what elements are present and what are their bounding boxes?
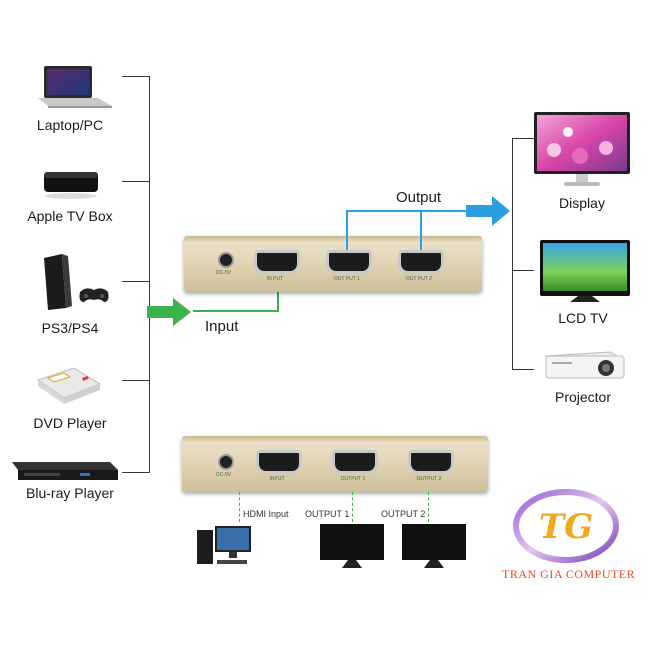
input-arrow bbox=[147, 298, 191, 326]
dc-power-port bbox=[218, 252, 234, 268]
pc-device bbox=[195, 522, 257, 568]
svg-text:TG: TG bbox=[539, 507, 593, 547]
output-connector-line bbox=[420, 210, 422, 250]
input-label-bluray: Blu-ray Player bbox=[26, 485, 114, 501]
hdmi-output-port-2 bbox=[408, 450, 454, 474]
input-label-apple-tv: Apple TV Box bbox=[27, 208, 113, 224]
brand-logo-icon: TG bbox=[513, 489, 619, 563]
brand-name: TRAN GIA COMPUTER bbox=[502, 567, 636, 581]
input-label-ps4: PS3/PS4 bbox=[41, 320, 99, 336]
monitor-icon bbox=[320, 524, 384, 568]
input-bracket-tick bbox=[122, 380, 150, 381]
input-connector-line bbox=[193, 310, 278, 312]
ps4-console-icon bbox=[44, 254, 109, 310]
monitor-icon bbox=[402, 524, 466, 568]
output-label-display: Display bbox=[559, 195, 605, 211]
projector-icon bbox=[544, 351, 626, 379]
output-bracket-tick bbox=[512, 369, 534, 370]
hdmi-output-port-2 bbox=[398, 250, 444, 274]
hdmi-output-port-1 bbox=[326, 250, 372, 274]
input-bracket-tick bbox=[122, 181, 150, 182]
output-bracket-vertical bbox=[512, 138, 513, 369]
input-bracket-vertical bbox=[149, 76, 150, 473]
port-label-out1: OUTPUT 1 bbox=[340, 476, 366, 482]
input-label-laptop: Laptop/PC bbox=[36, 117, 104, 133]
display-device bbox=[532, 110, 632, 192]
dvd-player-icon bbox=[36, 367, 102, 404]
hdmi-output-port-1 bbox=[332, 450, 378, 474]
hdmi-splitter-top: DC-5V IN PUT OUT PUT 1 OUT PUT 2 bbox=[184, 236, 482, 292]
input-bracket-tick bbox=[122, 76, 150, 77]
dvd-device bbox=[34, 364, 104, 404]
output-arrow-label: Output bbox=[396, 189, 442, 206]
ps4-device bbox=[40, 252, 110, 312]
brand-logo: TG bbox=[506, 482, 626, 570]
input-connector-line bbox=[277, 278, 279, 312]
input-label-dvd: DVD Player bbox=[33, 415, 107, 431]
port-label-in: IN PUT bbox=[266, 276, 284, 282]
bluray-player-icon bbox=[12, 462, 118, 480]
output2-label: OUTPUT 2 bbox=[381, 509, 426, 519]
output-connector-line bbox=[346, 210, 348, 250]
hdmi-input-dashed-line bbox=[239, 492, 240, 522]
output-label-lcd-tv: LCD TV bbox=[558, 310, 608, 326]
monitor-output-2 bbox=[400, 522, 468, 570]
port-label-out1: OUT PUT 1 bbox=[334, 276, 360, 282]
dc-label: DC-5V bbox=[216, 270, 232, 276]
output-connector-line bbox=[346, 210, 468, 212]
output1-dashed-line bbox=[352, 492, 353, 522]
output-label-projector: Projector bbox=[554, 389, 612, 405]
apple-tv-box-icon bbox=[44, 172, 98, 199]
hdmi-input-label: HDMI Input bbox=[243, 509, 289, 519]
laptop-icon bbox=[38, 66, 112, 108]
hdmi-splitter-bottom: DC-5V INPUT OUTPUT 1 OUTPUT 2 bbox=[182, 436, 488, 492]
dc-label: DC-5V bbox=[216, 472, 232, 478]
projector-device bbox=[540, 348, 628, 384]
hdmi-input-port bbox=[254, 250, 300, 274]
output-arrow bbox=[466, 196, 510, 226]
lcd-tv-icon bbox=[540, 240, 630, 302]
output-bracket-tick bbox=[512, 138, 534, 139]
input-arrow-label: Input bbox=[205, 318, 239, 335]
monitor-output-1 bbox=[318, 522, 386, 570]
display-monitor-icon bbox=[534, 112, 630, 186]
laptop-device bbox=[36, 64, 116, 110]
output-bracket-tick bbox=[512, 270, 534, 271]
output2-dashed-line bbox=[428, 492, 429, 522]
bluray-device bbox=[10, 456, 120, 484]
output1-label: OUTPUT 1 bbox=[305, 509, 350, 519]
input-bracket-tick bbox=[122, 472, 150, 473]
desktop-pc-icon bbox=[197, 526, 251, 564]
port-label-in: INPUT bbox=[269, 476, 285, 482]
port-label-out2: OUT PUT 2 bbox=[406, 276, 432, 282]
input-bracket-tick bbox=[122, 281, 150, 282]
hdmi-input-port bbox=[256, 450, 302, 474]
port-label-out2: OUTPUT 2 bbox=[416, 476, 442, 482]
lcd-tv-device bbox=[538, 238, 632, 304]
dc-power-port bbox=[218, 454, 234, 470]
apple-tv-device bbox=[40, 166, 102, 202]
